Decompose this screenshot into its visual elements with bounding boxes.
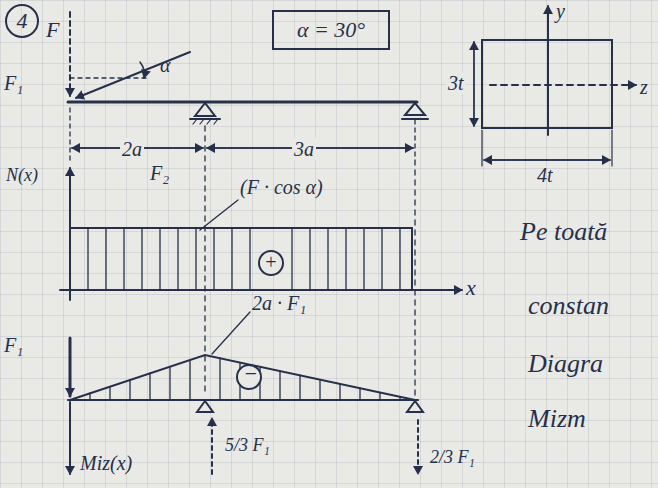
- note-text: Pe toată: [520, 218, 607, 247]
- diagram-label: α: [160, 54, 171, 76]
- diagram-label: 5/3 F₁: [225, 436, 270, 456]
- diagram-label: F₂: [150, 162, 169, 184]
- diagram-label: F: [46, 18, 59, 42]
- diagram-label: 2/3 F₁: [430, 448, 475, 468]
- diagram-label: y: [556, 0, 565, 22]
- diagram-label: 2a · F₁: [252, 292, 306, 314]
- note-text: constan: [528, 292, 609, 321]
- diagram-label: +: [264, 251, 278, 273]
- diagram-label: 4t: [537, 164, 553, 186]
- note-text: Mizm: [528, 405, 586, 434]
- diagram-label: F₁: [4, 334, 23, 356]
- diagram-label: 2a: [120, 138, 144, 160]
- problem-number-circle: 4: [5, 4, 39, 38]
- angle-box: α = 30°: [272, 10, 390, 50]
- diagram-label: N(x): [6, 166, 38, 186]
- diagram-label: F₁: [4, 72, 23, 94]
- diagram-label: z: [640, 76, 648, 98]
- diagram-label: 3a: [292, 138, 316, 160]
- diagram-label: −: [243, 362, 258, 386]
- diagram-label: x: [466, 276, 476, 300]
- node-text: α = 30°: [297, 18, 365, 42]
- diagram-label: (F · cos α): [240, 176, 323, 198]
- note-text: Diagra: [528, 350, 603, 379]
- node-text: 4: [17, 9, 28, 33]
- diagram-label: 3t: [446, 72, 466, 94]
- diagram-label: Miz(x): [80, 452, 132, 474]
